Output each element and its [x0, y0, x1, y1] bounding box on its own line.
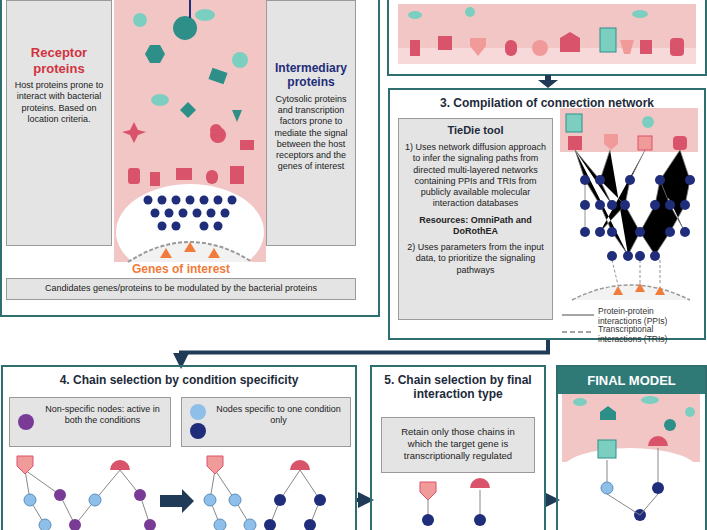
box-heading: 5. Chain selection by final interaction … [372, 367, 544, 402]
step-panel: 3. Compilation of connection networkTieD… [388, 88, 706, 340]
box-heading: Retain only those chains in which the ta… [388, 426, 528, 462]
legend-text: Transcriptional interactions (TRIs) [598, 325, 698, 345]
box-heading: FINAL MODEL [558, 367, 705, 394]
info-box: Intermediary proteinsCytosolic proteins … [266, 0, 356, 246]
step-panel: 4. Chain selection by condition specific… [1, 365, 357, 530]
box-body: Candidates genes/proteins to be modulate… [6, 278, 356, 299]
box-body: Host proteins prone to interact with bac… [12, 80, 106, 125]
step-panel: FINAL MODEL [556, 365, 707, 530]
node-symbol [17, 413, 35, 431]
box-heading: Intermediary proteins [271, 61, 351, 90]
info-box: Genes of interestCandidates genes/protei… [6, 262, 356, 310]
flow-arrow [181, 340, 548, 363]
node-symbol [189, 422, 207, 440]
flow-arrow [546, 498, 554, 502]
box-body: Cytosolic proteins and transcription fac… [271, 94, 351, 173]
box-heading: Nodes specific to one condition only [212, 404, 345, 427]
box-heading: Receptor proteins [12, 45, 106, 76]
box-body: Resources: OmniPath and DoRothEA [404, 215, 547, 238]
box-heading: TieDie tool [404, 124, 547, 137]
flow-arrow [357, 498, 368, 502]
box-heading: 3. Compilation of connection network [390, 90, 704, 110]
box-body: 1) Uses network diffusion approach to in… [404, 142, 547, 210]
box-body: 2) Uses parameters from the input data, … [404, 242, 547, 276]
legend-text: Protein-protein interactions (PPIs) [598, 307, 698, 327]
info-box: Non-specific nodes: active in both the c… [9, 397, 171, 447]
node-symbol [189, 403, 207, 421]
box-heading: Genes of interest [6, 262, 356, 276]
box-heading: Non-specific nodes: active in both the c… [40, 404, 165, 427]
info-box: Retain only those chains in which the ta… [381, 417, 535, 473]
step-panel: 5. Chain selection by final interaction … [370, 365, 546, 530]
info-box: TieDie tool 1) Uses network diffusion app… [398, 118, 553, 320]
info-box: Nodes specific to one condition only [181, 397, 351, 447]
box-heading: 4. Chain selection by condition specific… [3, 367, 355, 387]
info-box: Receptor proteinsHost proteins prone to … [6, 0, 112, 246]
